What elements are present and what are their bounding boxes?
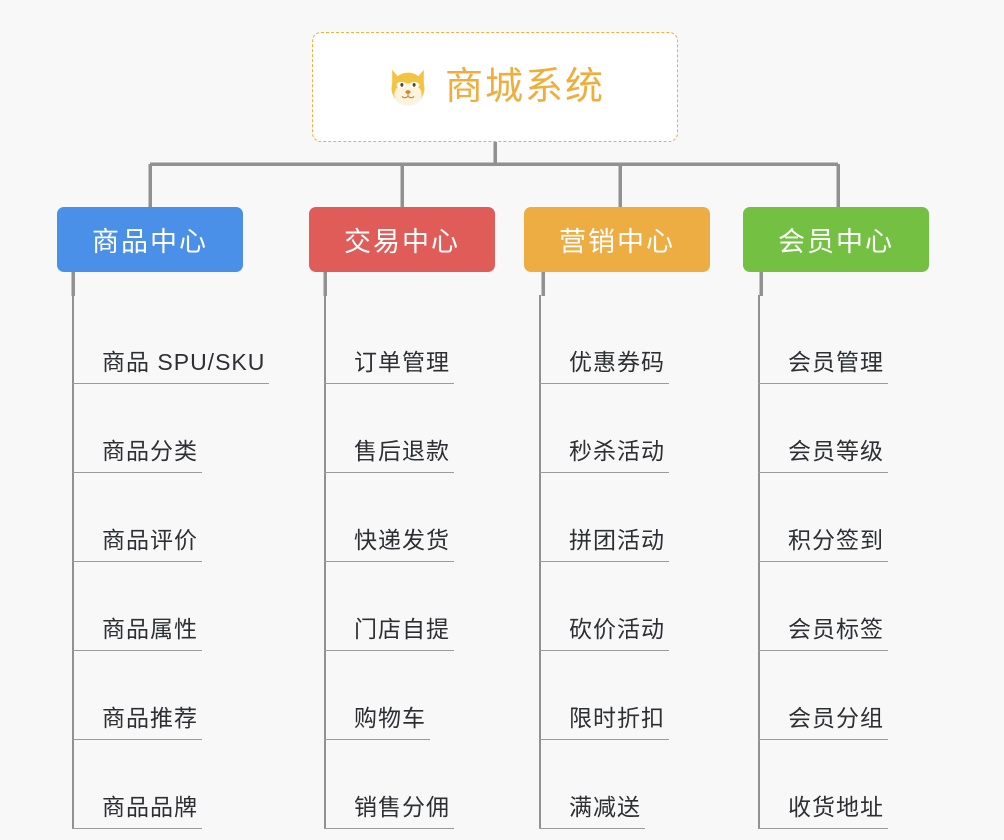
list-item[interactable]: 订单管理 — [324, 295, 512, 384]
leaf-label: 商品 SPU/SKU — [72, 343, 270, 384]
branch-column-3: 会员中心 会员管理 会员等级 积分签到 会员标签 会员分组 收货地址 — [730, 207, 950, 829]
leaf-label: 会员分组 — [758, 699, 888, 740]
leaf-label: 会员管理 — [758, 343, 888, 384]
leaf-label: 商品推荐 — [72, 699, 202, 740]
list-item[interactable]: 商品品牌 — [72, 740, 260, 829]
leaf-list-2: 优惠券码 秒杀活动 拼团活动 砍价活动 限时折扣 满减送 — [539, 295, 731, 829]
leaf-label: 商品品牌 — [72, 788, 202, 829]
leaf-list-0: 商品 SPU/SKU 商品分类 商品评价 商品属性 商品推荐 商品品牌 — [72, 295, 270, 829]
leaf-label: 商品评价 — [72, 521, 202, 562]
leaf-list-3: 会员管理 会员等级 积分签到 会员标签 会员分组 收货地址 — [758, 295, 950, 829]
list-item[interactable]: 限时折扣 — [539, 651, 731, 740]
list-item[interactable]: 销售分佣 — [324, 740, 512, 829]
root-node[interactable]: 商城系统 — [312, 32, 678, 142]
list-item[interactable]: 商品分类 — [72, 384, 260, 473]
leaf-label: 会员标签 — [758, 610, 888, 651]
list-item[interactable]: 砍价活动 — [539, 562, 731, 651]
category-header-1[interactable]: 交易中心 — [309, 207, 495, 272]
list-item[interactable]: 优惠券码 — [539, 295, 731, 384]
list-item[interactable]: 积分签到 — [758, 473, 950, 562]
leaf-label: 积分签到 — [758, 521, 888, 562]
leaf-label: 商品分类 — [72, 432, 202, 473]
list-item[interactable]: 商品属性 — [72, 562, 260, 651]
dog-face-icon — [385, 64, 431, 110]
branch-column-1: 交易中心 订单管理 售后退款 快递发货 门店自提 购物车 销售分佣 — [292, 207, 512, 829]
leaf-label: 门店自提 — [324, 610, 454, 651]
list-item[interactable]: 会员分组 — [758, 651, 950, 740]
root-title: 商城系统 — [444, 66, 605, 108]
category-header-2[interactable]: 营销中心 — [524, 207, 710, 272]
leaf-label: 订单管理 — [324, 343, 454, 384]
list-item[interactable]: 收货地址 — [758, 740, 950, 829]
list-item[interactable]: 满减送 — [539, 740, 731, 829]
list-item[interactable]: 购物车 — [324, 651, 512, 740]
leaf-label: 购物车 — [324, 699, 430, 740]
leaf-label: 会员等级 — [758, 432, 888, 473]
leaf-label: 售后退款 — [324, 432, 454, 473]
leaf-label: 快递发货 — [324, 521, 454, 562]
leaf-label: 秒杀活动 — [539, 432, 669, 473]
list-item[interactable]: 商品 SPU/SKU — [72, 295, 270, 384]
list-item[interactable]: 快递发货 — [324, 473, 512, 562]
leaf-label: 满减送 — [539, 788, 645, 829]
leaf-label: 优惠券码 — [539, 343, 669, 384]
list-item[interactable]: 商品推荐 — [72, 651, 260, 740]
list-item[interactable]: 售后退款 — [324, 384, 512, 473]
leaf-label: 销售分佣 — [324, 788, 454, 829]
branch-column-0: 商品中心 商品 SPU/SKU 商品分类 商品评价 商品属性 商品推荐 商品品牌 — [40, 207, 270, 829]
leaf-label: 砍价活动 — [539, 610, 669, 651]
leaf-label: 商品属性 — [72, 610, 202, 651]
list-item[interactable]: 门店自提 — [324, 562, 512, 651]
list-item[interactable]: 会员标签 — [758, 562, 950, 651]
category-header-3[interactable]: 会员中心 — [743, 207, 929, 272]
list-item[interactable]: 会员等级 — [758, 384, 950, 473]
leaf-label: 收货地址 — [758, 788, 888, 829]
list-item[interactable]: 会员管理 — [758, 295, 950, 384]
category-header-0[interactable]: 商品中心 — [57, 207, 243, 272]
leaf-label: 限时折扣 — [539, 699, 669, 740]
list-item[interactable]: 秒杀活动 — [539, 384, 731, 473]
list-item[interactable]: 拼团活动 — [539, 473, 731, 562]
leaf-list-1: 订单管理 售后退款 快递发货 门店自提 购物车 销售分佣 — [324, 295, 512, 829]
list-item[interactable]: 商品评价 — [72, 473, 260, 562]
leaf-label: 拼团活动 — [539, 521, 669, 562]
branch-column-2: 营销中心 优惠券码 秒杀活动 拼团活动 砍价活动 限时折扣 满减送 — [511, 207, 731, 829]
